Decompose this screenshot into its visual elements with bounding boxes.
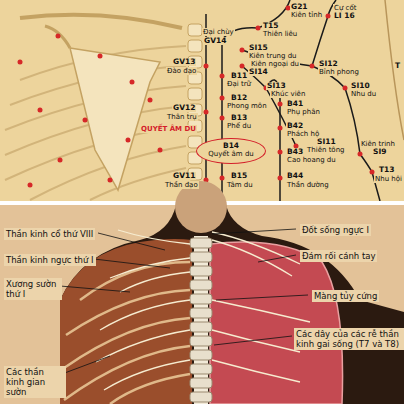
point-name: Kiên trung du [248, 52, 298, 60]
point-code: B42 [286, 122, 304, 130]
point-code: B14 [197, 142, 265, 150]
point-name: Cao hoang du [286, 156, 337, 164]
point-code: B12 [230, 94, 248, 102]
point-name: Thiên liêu [262, 30, 298, 38]
point-name: Kiên ngoại du [250, 60, 300, 68]
point-name: Khúc viên [270, 90, 306, 98]
point-name: Phong môn [226, 102, 268, 110]
point-code: GV12 [172, 104, 196, 112]
anatomy-label: Các dây của các rễ thần kinh gai sống (T… [294, 328, 404, 350]
anatomy-label: Xương sườn thứ I [4, 278, 62, 300]
point-name: Thân trụ [166, 113, 198, 121]
point-code: SI9 [372, 148, 387, 156]
point-name: Đại trữ [226, 80, 252, 88]
point-name: Kiên tỉnh [290, 11, 323, 19]
point-name: Nhu du [350, 90, 377, 98]
point-callout: QUYẾT ÂM DU [140, 125, 197, 133]
point-name: Bỉnh phong [318, 68, 360, 76]
point-code: SI12 [318, 60, 339, 68]
point-code: B11 [230, 72, 248, 80]
point-name: Kiên trinh [360, 140, 396, 148]
point-name: Cự cốt [333, 4, 357, 12]
anatomy-label: Thần kinh cổ thứ VIII [4, 228, 95, 240]
point-name: Đào đạo [166, 67, 197, 75]
point-name: Quyết âm du [197, 150, 265, 158]
anatomy-label: Đốt sống ngực I [300, 224, 371, 236]
point-code: B13 [230, 114, 248, 122]
point-name: Phụ phân [286, 108, 321, 116]
point-highlight-oval: B14Quyết âm du [196, 138, 266, 164]
point-code: SI15 [248, 44, 269, 52]
point-code: G21 [290, 3, 309, 11]
point-code: SI14 [248, 68, 269, 76]
point-name: Đại chùy [202, 28, 235, 36]
point-name: Tâm du [226, 181, 254, 189]
point-code: T13 [378, 166, 396, 174]
point-code: LI 16 [333, 12, 356, 20]
point-code: T15 [262, 22, 280, 30]
point-code: GV14 [203, 37, 227, 45]
point-code: B41 [286, 100, 304, 108]
point-name: Phách hộ [286, 130, 320, 138]
point-code: T [394, 62, 401, 70]
anatomy-label: Màng tủy cứng [312, 290, 379, 302]
point-code: B15 [230, 172, 248, 180]
point-code: SI13 [266, 82, 287, 90]
point-code: SI11 [316, 138, 337, 146]
point-name: Thiên tông [306, 146, 346, 154]
point-name: Thần đạo [164, 181, 199, 189]
point-code: B43 [286, 148, 304, 156]
point-code: GV11 [172, 172, 196, 180]
point-code: B44 [286, 172, 304, 180]
anatomy-label: Các thần kinh gian sườn [4, 366, 66, 398]
point-name: Phế du [226, 122, 252, 130]
point-code: SI10 [350, 82, 371, 90]
point-name: Nhu hội [374, 175, 403, 183]
anatomy-label: Đám rối cánh tay [300, 250, 377, 262]
point-code: GV13 [172, 58, 196, 66]
point-name: Thần đường [286, 181, 330, 189]
anatomy-label: Thần kinh ngực thứ I [4, 254, 96, 266]
